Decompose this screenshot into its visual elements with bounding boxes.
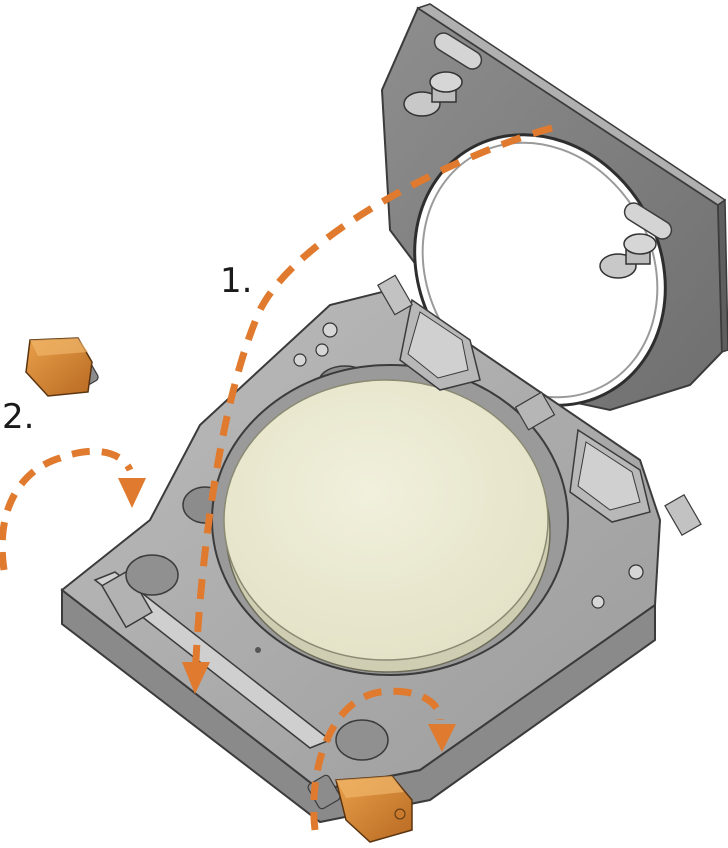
screw-icon: [255, 322, 644, 653]
knob-right: [307, 774, 413, 843]
knob-left: [25, 337, 99, 397]
arrow-step-1: [182, 124, 553, 694]
lid-frame: [380, 3, 728, 412]
arrow-step-2-right: [310, 687, 456, 831]
hinge-icon: [377, 274, 702, 537]
step-label-2: 2.: [2, 397, 35, 437]
knob-icon: [25, 337, 413, 843]
arrow-step-2-left: [0, 447, 146, 571]
lid-pin-right: [599, 233, 657, 279]
wafer: [223, 379, 551, 673]
step-label-1: 1.: [220, 261, 253, 301]
lid-pin-top: [403, 71, 463, 117]
